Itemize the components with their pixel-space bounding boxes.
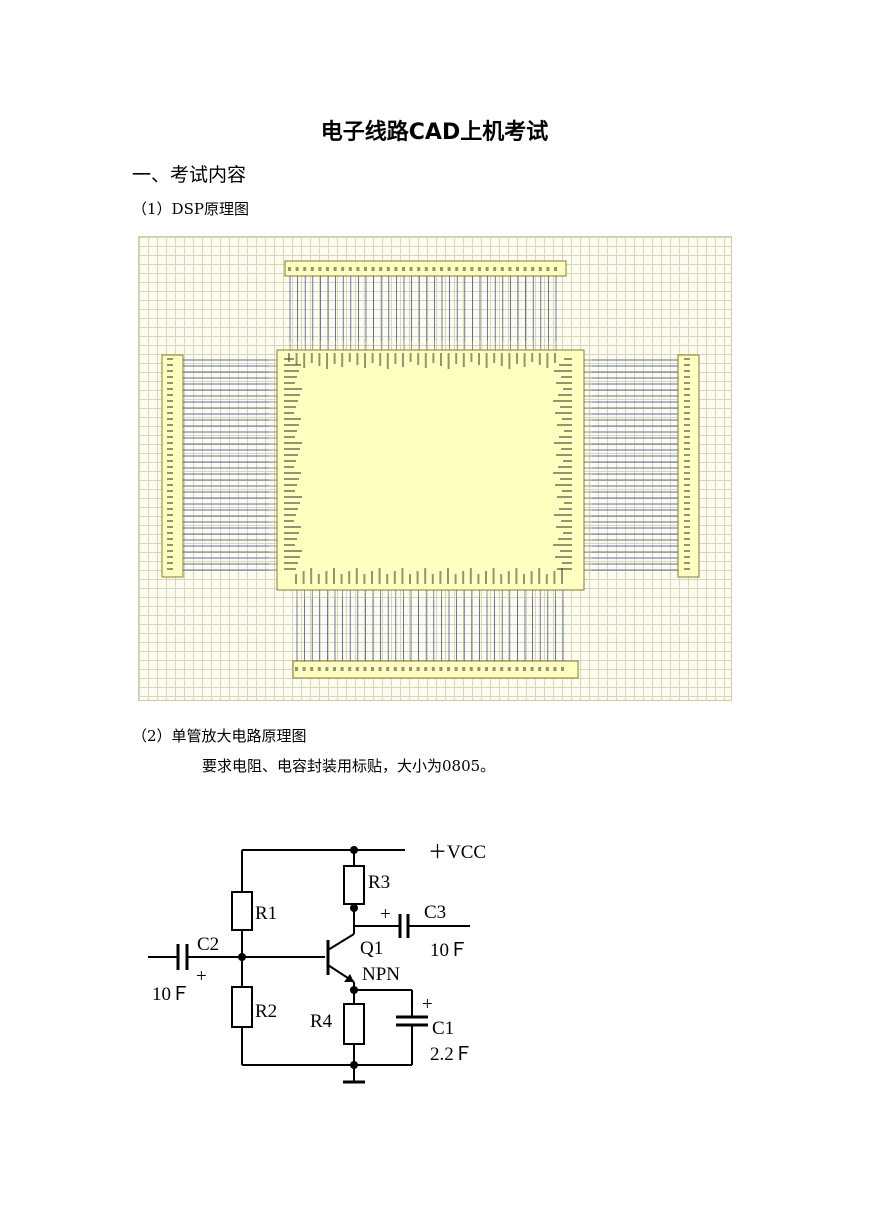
label-c3-plus: + [380,904,391,925]
emitter-arrow-icon [344,974,354,982]
amplifier-schematic: ＋VCC R3 R1 C2 + 10Ｆ + C3 10Ｆ Q1 NPN R2 R… [148,842,486,1084]
dsp-chip [276,349,585,591]
label-c1-plus: + [422,994,433,1015]
label-c3: C3 [424,902,446,923]
page-title: 电子线路CAD上机考试 [320,120,549,145]
dsp-schematic-drawing [161,260,700,679]
requirement-text: 要求电阻、电容封装用标贴，大小为0805。 [202,757,496,775]
label-r2: R2 [255,1001,277,1022]
subsection-dsp-heading: （1）DSP原理图 [132,200,249,218]
label-q1: Q1 [360,938,383,959]
label-r1: R1 [255,903,277,924]
dsp-pin-stubs [269,341,592,599]
label-q1-type: NPN [362,964,400,985]
label-vcc: ＋VCC [428,842,486,863]
subsection-amplifier-heading: （2）单管放大电路原理图 [132,727,307,745]
resistor-r3 [343,865,365,905]
label-c2-plus: + [196,966,207,987]
resistor-r2 [231,986,253,1028]
resistor-r4 [343,1003,365,1045]
label-r4: R4 [310,1011,333,1032]
label-c1-value: 2.2Ｆ [430,1044,473,1065]
label-c1: C1 [432,1018,454,1039]
dsp-pin-text-marks [167,267,690,671]
label-r3: R3 [368,872,390,893]
label-c3-value: 10Ｆ [430,940,468,961]
section-heading: 一、考试内容 [132,164,247,186]
resistor-r1 [231,891,253,931]
dsp-wires [183,276,678,661]
label-c2-value: 10Ｆ [152,984,190,1005]
bottom-connector [292,660,579,679]
label-c2: C2 [197,934,219,955]
dsp-schematic-image [138,236,732,701]
junction-dots [238,846,358,1069]
